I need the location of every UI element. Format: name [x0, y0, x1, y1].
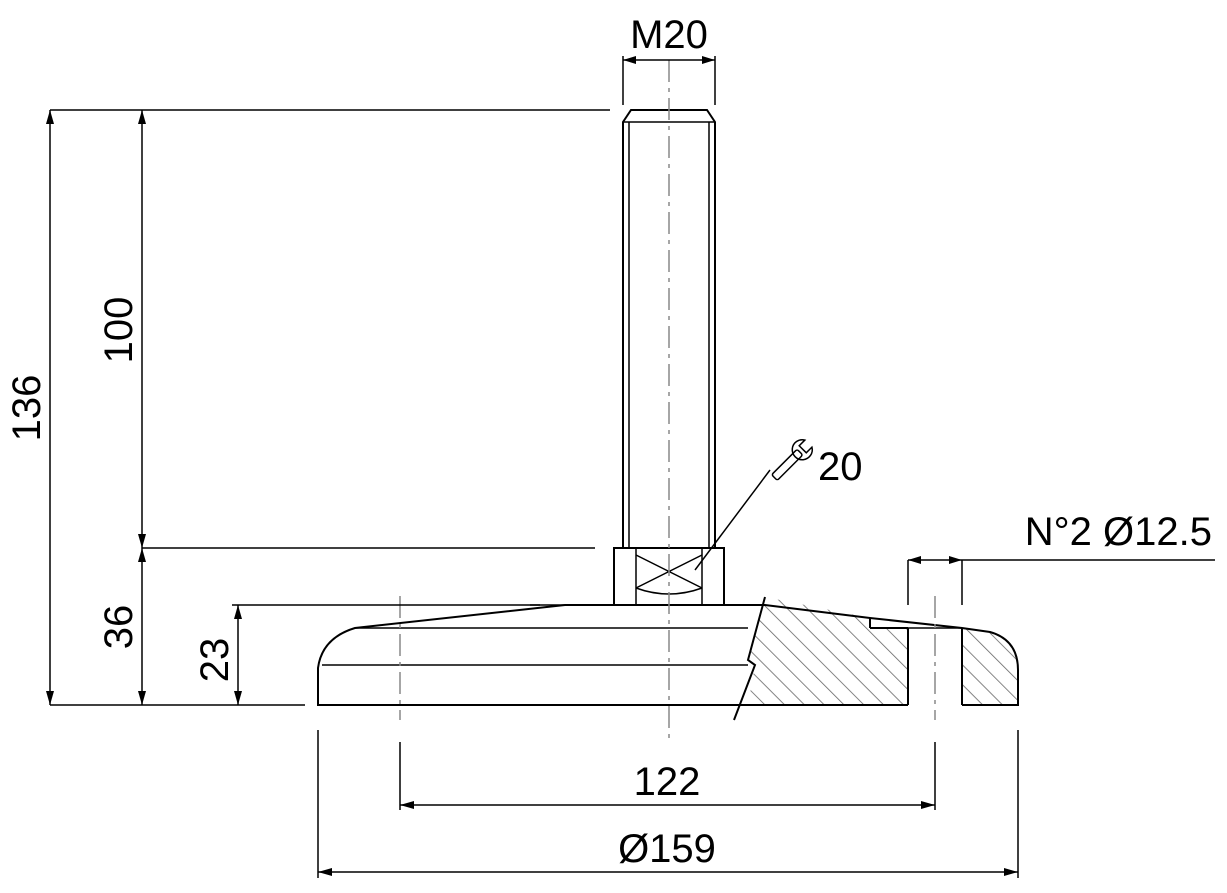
dim-total-height: 136 [5, 110, 54, 705]
base-disc [317, 604, 748, 706]
base-height-label: 36 [97, 605, 141, 650]
section-view [724, 596, 1019, 721]
dim-hole-spacing: 122 [399, 742, 936, 810]
total-height-label: 136 [5, 375, 49, 442]
wrench-icon [771, 438, 814, 481]
dim-holes: N°2 Ø12.5 [907, 510, 1215, 605]
base-diameter-label: Ø159 [618, 827, 716, 871]
dim-thread: M20 [622, 13, 716, 105]
stem-length-label: 100 [97, 297, 141, 364]
leveling-foot [317, 60, 1019, 738]
dim-stem-length: 100 [97, 110, 146, 548]
disc-height-label: 23 [193, 638, 237, 683]
wrench-callout: 20 [694, 438, 863, 571]
hole-spacing-label: 122 [634, 760, 701, 804]
dim-disc-height: 23 [193, 605, 242, 705]
dim-base-diameter: Ø159 [317, 730, 1019, 878]
holes-label: N°2 Ø12.5 [1025, 510, 1212, 554]
thread-label: M20 [630, 13, 708, 57]
dim-base-height: 36 [97, 548, 146, 705]
wrench-size-label: 20 [818, 445, 863, 489]
